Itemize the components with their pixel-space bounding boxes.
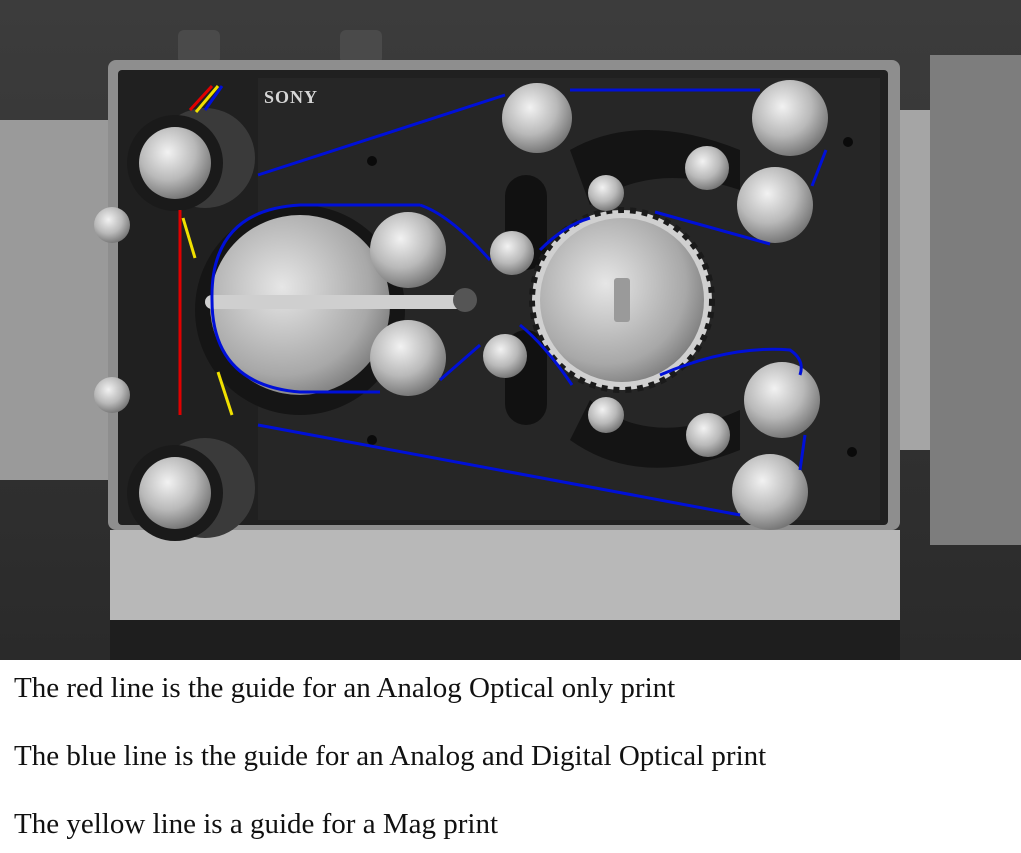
right-small-roller-lower: [686, 413, 730, 457]
blue-path-to-top-roller: [257, 93, 506, 177]
right-door: [900, 110, 930, 450]
caption-yellow-line: The yellow line is a guide for a Mag pri…: [14, 808, 499, 840]
upper-center-roller: [490, 231, 534, 275]
red-path-top: [188, 84, 214, 112]
yellow-film-path: [181, 85, 234, 416]
top-knob-right: [340, 30, 382, 64]
blue-path-upper-loop: [654, 210, 771, 246]
film-path-photo: SONY: [0, 0, 1021, 660]
yellow-path-upper: [181, 217, 197, 259]
right-upper-sprocket: [737, 167, 813, 243]
screw: [843, 137, 853, 147]
upper-left-guide-roller: [94, 207, 130, 243]
left-housing: [0, 120, 110, 480]
blue-path-lower-loop: [659, 347, 803, 377]
blue-path-to-bottom-roller: [257, 423, 741, 517]
blue-path-top-left: [203, 85, 224, 111]
blue-path-right-bottom: [798, 434, 807, 471]
lower-drum-roller: [370, 320, 446, 396]
right-housing: [930, 55, 1021, 545]
right-small-roller-upper: [685, 146, 729, 190]
blue-path-right-top: [810, 149, 828, 187]
main-sprocket-slot: [614, 278, 630, 322]
right-lower-sprocket: [744, 362, 820, 438]
upper-left-sprocket-hub: [139, 127, 211, 199]
sony-logo: SONY: [264, 87, 318, 107]
blue-path-out-sprocket: [519, 323, 574, 386]
blue-path-drum-bottom: [439, 343, 481, 382]
top-center-roller: [502, 83, 572, 153]
drum-arm: [205, 295, 470, 309]
upper-drum-roller: [370, 212, 446, 288]
right-idler-upper: [588, 175, 624, 211]
screw: [367, 435, 377, 445]
drum-arm-end: [453, 288, 477, 312]
caption-blue-line: The blue line is the guide for an Analog…: [14, 740, 767, 772]
blue-path-into-sprocket: [538, 216, 591, 252]
screw: [367, 156, 377, 166]
base-shadow: [110, 620, 900, 660]
right-idler-lower: [588, 397, 624, 433]
lower-left-sprocket-hub: [139, 457, 211, 529]
blue-path-drum-top: [419, 203, 492, 261]
yellow-path-top: [194, 85, 220, 113]
bottom-right-sprocket: [732, 454, 808, 530]
blue-film-path: [203, 85, 828, 517]
top-right-sprocket: [752, 80, 828, 156]
screw: [847, 447, 857, 457]
blue-path-drum: [210, 203, 420, 394]
caption-red-line: The red line is the guide for an Analog …: [14, 672, 676, 704]
top-knob-left: [178, 30, 220, 64]
lower-center-roller: [483, 334, 527, 378]
red-film-path: [178, 84, 214, 415]
yellow-path-lower: [216, 371, 234, 416]
lower-left-guide-roller: [94, 377, 130, 413]
